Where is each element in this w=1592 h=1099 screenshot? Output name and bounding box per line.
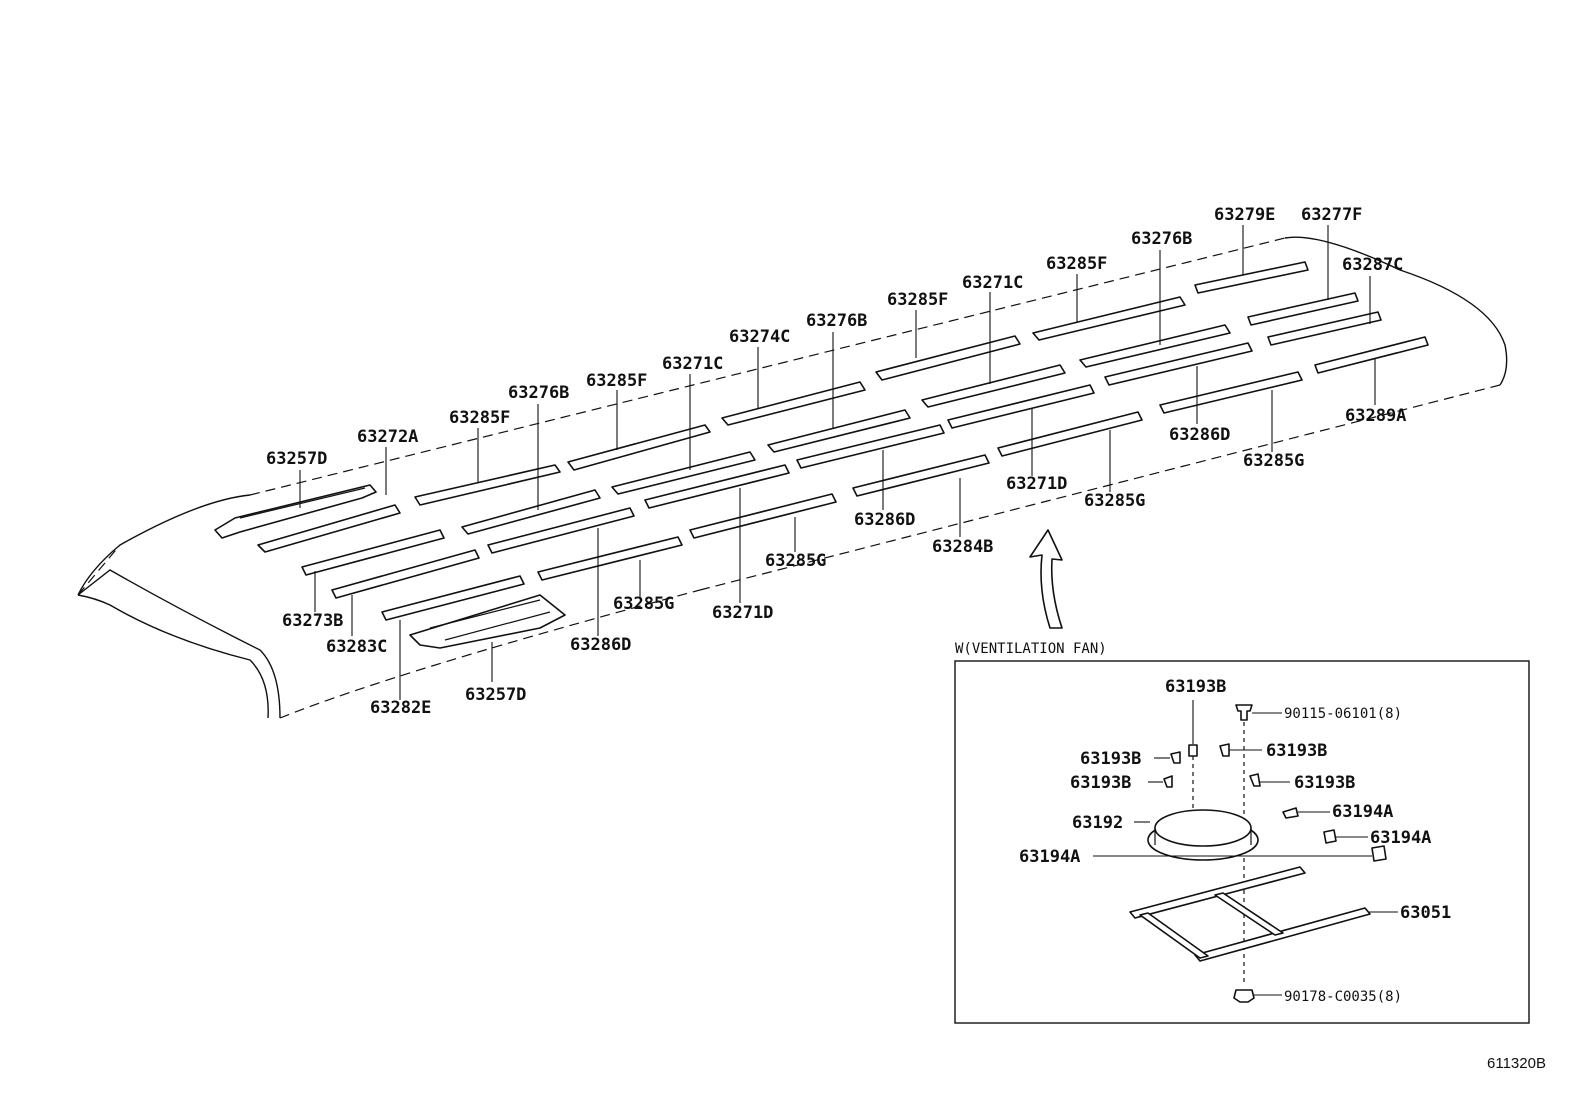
part-label: 63274C [729,327,790,347]
diagram-code: 611320B [1487,1055,1546,1072]
part-label: 63257D [266,449,327,469]
inset-part-label: 63194A [1332,802,1393,822]
roof-parts [214,261,1429,649]
ventilation-fan-inset: W(VENTILATION FAN) [954,641,1530,1024]
part-label: 63271D [712,603,773,623]
part-label: 63285G [1243,451,1304,471]
part-label: 63285G [765,551,826,571]
part-label: 63257D [465,685,526,705]
part-label: 63276B [1131,229,1192,249]
roof-panel-outline [77,236,1508,719]
inset-part-label: 63194A [1370,828,1431,848]
part-label: 63276B [508,383,569,403]
inset-part-label: 63193B [1070,773,1131,793]
part-label: 63285F [449,408,510,428]
part-label: 63285G [613,594,674,614]
part-label: 63282E [370,698,431,718]
part-label: 63286D [570,635,631,655]
part-label: 63289A [1345,406,1406,426]
inset-part-label: 63051 [1400,903,1451,923]
fan-ring [1147,809,1259,861]
part-label: 63279E [1214,205,1275,225]
part-label: 63276B [806,311,867,331]
part-label: 63285F [586,371,647,391]
mounting-frame [1129,866,1371,962]
part-label: 63284B [932,537,993,557]
part-label: 63286D [1169,425,1230,445]
part-label: 63271C [662,354,723,374]
curved-arrow-up-icon [1029,529,1063,629]
part-label: 63271C [962,273,1023,293]
part-label: 63273B [282,611,343,631]
inset-part-label: 63194A [1019,847,1080,867]
inset-part-label: 63193B [1080,749,1141,769]
inset-part-label: 63192 [1072,813,1123,833]
main-part-labels: 63257D 63272A 63285F 63276B 63285F 63271… [266,205,1406,718]
inset-part-label: 63193B [1165,677,1226,697]
part-label: 63285F [1046,254,1107,274]
part-label: 63272A [357,427,418,447]
part-label: 63285G [1084,491,1145,511]
part-label: 63271D [1006,474,1067,494]
part-label: 63283C [326,637,387,657]
inset-frame [954,660,1530,1024]
inset-part-label: 63193B [1294,773,1355,793]
inset-part-label: 63193B [1266,741,1327,761]
part-label: 63277F [1301,205,1362,225]
part-label: 63287C [1342,255,1403,275]
inset-title: W(VENTILATION FAN) [955,641,1107,657]
part-label: 63285F [887,290,948,310]
fasteners [1163,704,1387,1003]
inset-part-label: 90178-C0035(8) [1284,989,1402,1005]
leader-lines [299,225,1376,700]
part-label: 63286D [854,510,915,530]
inset-part-label: 90115-06101(8) [1284,706,1402,722]
